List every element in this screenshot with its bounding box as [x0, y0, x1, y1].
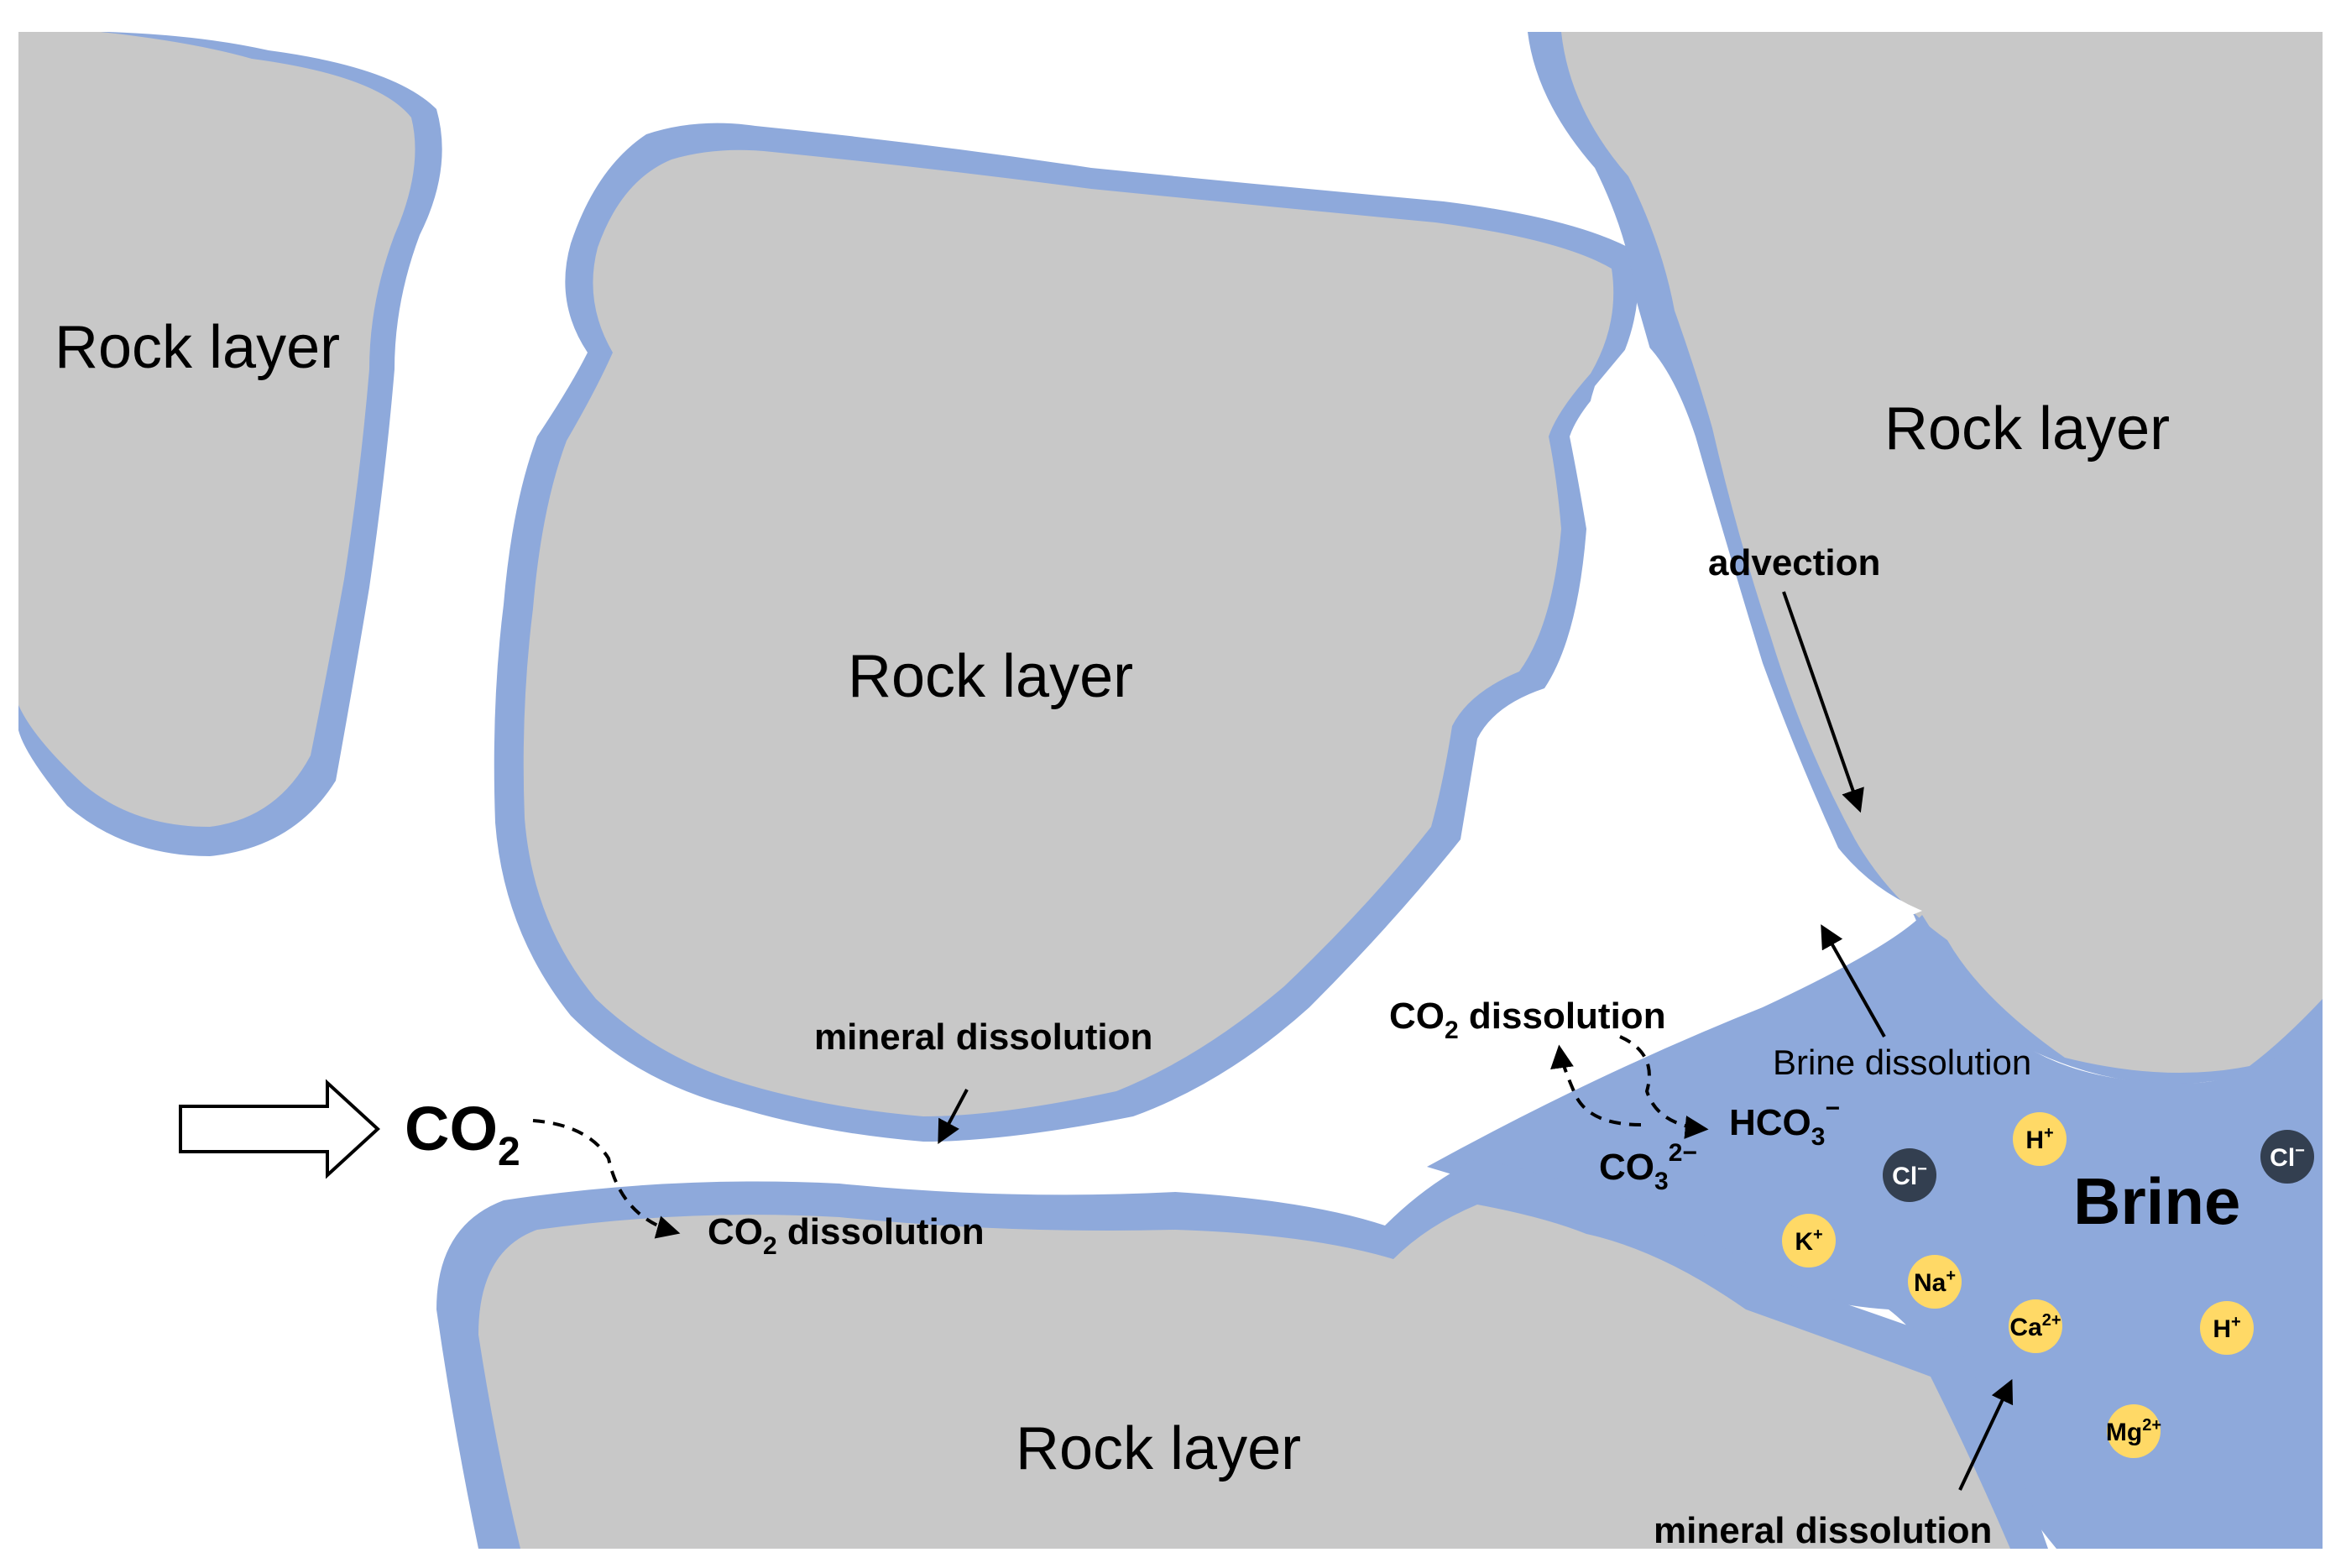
pore-gap — [1442, 336, 1922, 1150]
ion-group: Cl− H+ Cl− K+ Na+ Ca2+ H+ Mg2+ — [1782, 1112, 2314, 1458]
ion-cl-1: Cl− — [1883, 1148, 1936, 1202]
cation-circle — [1908, 1255, 1962, 1309]
advection-label: advection — [1708, 542, 1880, 583]
ion-label: H+ — [2025, 1124, 2053, 1154]
ion-ca-1: Ca2+ — [2009, 1299, 2062, 1353]
cation-circle — [2107, 1404, 2161, 1458]
rock-bottom — [478, 1205, 2010, 1549]
mineral-dissolution-bottom-arrow — [1958, 1378, 2014, 1491]
anion-circle — [2260, 1130, 2314, 1184]
cation-circle — [2200, 1301, 2254, 1355]
brine-label: Brine — [2073, 1164, 2240, 1238]
co3-to-co2-dashed-arrow — [1550, 1044, 1642, 1126]
mineral-dissolution-top-arrow — [938, 1089, 969, 1144]
ion-label: Cl− — [2270, 1142, 2305, 1172]
rock-top-left — [18, 32, 415, 827]
hco3-label: HCO3− — [1729, 1095, 1840, 1151]
anion-circle — [1883, 1148, 1936, 1202]
mineral-dissolution-bottom-label: mineral dissolution — [1654, 1510, 1992, 1551]
brine-dissolution-arrow — [1821, 924, 1886, 1037]
ion-label: Mg2+ — [2106, 1416, 2161, 1446]
co2-inlet-arrow-icon — [179, 1079, 380, 1179]
rock-label-center: Rock layer — [848, 643, 1133, 710]
co3-label: CO32− — [1599, 1139, 1697, 1195]
ion-label: Ca2+ — [2009, 1311, 2061, 1341]
rock-top-right — [1561, 32, 2323, 1073]
co2-dissolution-left-label: CO2 dissolution — [708, 1211, 985, 1260]
rock-label-bottom: Rock layer — [1016, 1415, 1301, 1482]
ion-h-1: H+ — [2013, 1112, 2067, 1166]
mineral-dissolution-top-label: mineral dissolution — [814, 1017, 1152, 1058]
co2-to-dissolution-dashed-arrow — [532, 1119, 681, 1239]
advection-arrow — [1782, 591, 1864, 813]
ion-label: Na+ — [1914, 1267, 1956, 1297]
ion-label: K+ — [1795, 1226, 1822, 1256]
co2-inlet-subscript: 2 — [498, 1130, 520, 1174]
co2-to-hco3-dashed-arrow — [1619, 1035, 1709, 1139]
ion-na-1: Na+ — [1908, 1255, 1962, 1309]
cation-circle — [2013, 1112, 2067, 1166]
brine-dissolution-label: Brine dissolution — [1773, 1043, 2031, 1082]
rock-center — [523, 149, 1614, 1116]
rock-label-top-right: Rock layer — [1884, 395, 2170, 463]
ion-label: Cl− — [1892, 1160, 1927, 1190]
cation-circle — [2009, 1299, 2062, 1353]
co2-inlet-text: CO — [405, 1094, 498, 1163]
ion-label: H+ — [2213, 1313, 2240, 1343]
ion-cl-2: Cl− — [2260, 1130, 2314, 1184]
ion-h-2: H+ — [2200, 1301, 2254, 1355]
ion-mg-1: Mg2+ — [2106, 1404, 2161, 1458]
ion-k-1: K+ — [1782, 1214, 1836, 1267]
cation-circle — [1782, 1214, 1836, 1267]
rock-label-top-left: Rock layer — [55, 314, 340, 381]
co2-inlet-label: CO2 — [405, 1094, 520, 1174]
co2-dissolution-right-label: CO2 dissolution — [1389, 996, 1666, 1044]
